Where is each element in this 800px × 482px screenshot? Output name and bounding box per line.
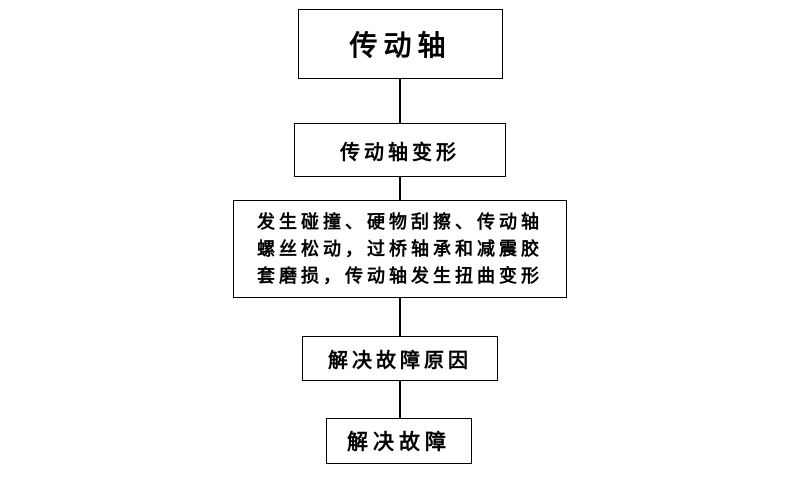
connector-line: [399, 298, 401, 336]
node-label: 解决故障: [347, 429, 451, 454]
node-label: 解决故障原因: [328, 348, 472, 372]
node-label: 传动轴变形: [340, 139, 460, 164]
node-label: 传动轴: [349, 29, 452, 62]
node-causes: 发生碰撞、硬物刮擦、传动轴 螺丝松动，过桥轴承和减震胶 套磨损，传动轴发生扭曲变…: [233, 200, 567, 298]
node-label: 发生碰撞、硬物刮擦、传动轴 螺丝松动，过桥轴承和减震胶 套磨损，传动轴发生扭曲变…: [257, 211, 543, 287]
connector-line: [399, 381, 401, 418]
connector-line: [399, 79, 401, 123]
node-resolve-fault: 解决故障: [326, 418, 472, 464]
connector-line: [399, 177, 401, 200]
node-drive-shaft-deformation: 传动轴变形: [294, 123, 506, 177]
node-resolve-cause: 解决故障原因: [302, 336, 498, 381]
node-drive-shaft: 传动轴: [298, 9, 503, 79]
